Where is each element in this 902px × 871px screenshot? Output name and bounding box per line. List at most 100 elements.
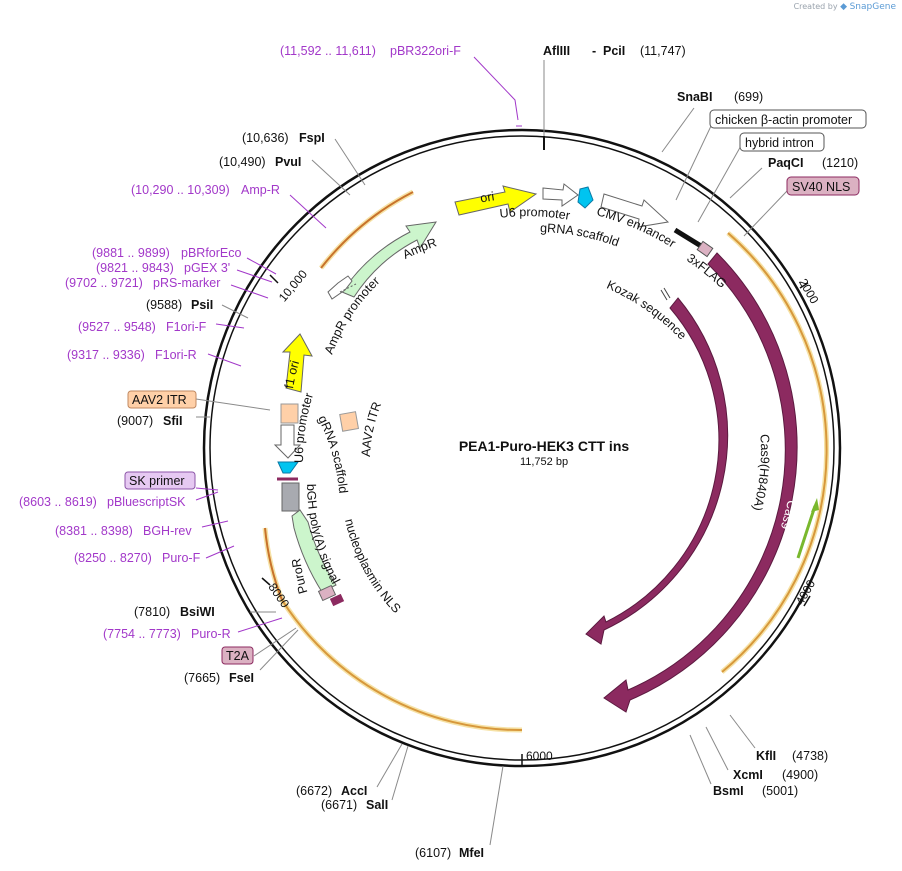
- ampr-arrow: [341, 221, 437, 298]
- grna-scaffold-left-shape: [277, 461, 299, 474]
- green-segment-arrowhead: [811, 498, 819, 512]
- aav2-itr-label-box: [127, 390, 197, 409]
- primer-range-pbr322ori-f: (11,592 .. 11,611): [280, 44, 376, 58]
- sk-primer-label-box: [124, 471, 196, 490]
- site-enzyme-bsmi: BsmI: [713, 784, 744, 798]
- primer-name-pbr322ori-f: pBR322ori-F: [390, 44, 461, 58]
- ori-label: ori: [479, 189, 495, 205]
- sk-primer-label: SK primer: [129, 474, 185, 488]
- leader-puro-r: [237, 617, 283, 633]
- f1-ori-label: f1 ori: [282, 359, 302, 390]
- site-pos-pcii: (11,747): [640, 44, 686, 58]
- primer-range-bgh-rev: (8381 .. 8398): [55, 524, 133, 538]
- site-enzyme-xcmi: XcmI: [733, 768, 763, 782]
- kozak-mark-b: [663, 287, 671, 299]
- leader-acci: [376, 743, 403, 788]
- leader-amp-r: [289, 194, 327, 229]
- leader-pbluescriptsk: [195, 491, 219, 501]
- site-enzyme-snabi: SnaBI: [677, 90, 712, 104]
- credit-brand: SnapGene: [849, 2, 896, 12]
- tick-label-10000: 10,000: [276, 267, 311, 304]
- site-enzyme-mfei: MfeI: [459, 846, 484, 860]
- plasmid-name: PEA1-Puro-HEK3 CTT ins: [459, 438, 630, 454]
- site-pos-xcmi: (4900): [782, 768, 818, 782]
- aav2-itr-box-inner: [339, 411, 360, 432]
- site-pos-pvui: (10,490): [219, 155, 266, 169]
- primer-range-puro-f: (8250 .. 8270): [74, 551, 152, 565]
- leader-aav2-itr: [195, 398, 271, 411]
- tick-label-6000: 6000: [526, 749, 553, 763]
- leader-xcmi: [705, 726, 729, 771]
- primer-name-pgex3: pGEX 3': [184, 261, 230, 275]
- leader-sali: [391, 745, 409, 801]
- plasmid-size: 11,752 bp: [520, 456, 568, 468]
- grna-scaffold-top-label: gRNA scaffold: [540, 221, 621, 249]
- site-enzyme-sali: SalI: [366, 798, 388, 812]
- site-dash-pcii: -: [592, 44, 596, 58]
- u6-promoter-top-label: U6 promoter: [499, 205, 571, 223]
- grna-scaffold-top-shape: [577, 186, 594, 209]
- aav2-itr-inner-label: AAV2 ITR: [359, 400, 384, 457]
- leader-sk-primer: [195, 487, 219, 491]
- cas9-arrow: [603, 252, 798, 713]
- primer-range-puro-r: (7754 .. 7773): [103, 627, 181, 641]
- primer-range-f1ori-r: (9317 .. 9336): [67, 348, 145, 362]
- site-pos-snabi: (699): [734, 90, 763, 104]
- cas9-h840a-arrow: [585, 297, 729, 645]
- site-enzyme-bsiwi: BsiWI: [180, 605, 215, 619]
- leader-f1ori-f: [215, 323, 245, 329]
- site-enzyme-paqci: PaqCI: [768, 156, 803, 170]
- site-pos-mfei: (6107): [415, 846, 451, 860]
- orange-arc-bottom-halo: [279, 598, 523, 733]
- tick-8000: [261, 577, 271, 586]
- site-pos-sfii: (9007): [117, 414, 153, 428]
- primer-name-f1ori-r: F1ori-R: [155, 348, 197, 362]
- leader-pvui: [311, 159, 351, 196]
- primer-name-pbrforeco: pBRforEco: [181, 246, 241, 260]
- site-pos-kfli: (4738): [792, 749, 828, 763]
- leader-prs-marker: [230, 284, 269, 299]
- site-pos-fspi: (10,636): [242, 131, 289, 145]
- leader-fsei: [259, 629, 299, 671]
- site-pos-paqci: (1210): [822, 156, 858, 170]
- sv40-nls-box: [786, 176, 860, 196]
- site-pos-sali: (6671): [321, 798, 357, 812]
- primer-range-pbluescriptsk: (8603 .. 8619): [19, 495, 97, 509]
- leader-fspi: [334, 138, 366, 186]
- chicken-actin-box: [709, 109, 867, 129]
- credit-prefix: Created by: [793, 2, 838, 11]
- site-enzyme-fspi: FspI: [299, 131, 325, 145]
- t2a-label: T2A: [226, 649, 250, 663]
- orange-arc-bottom: [281, 599, 523, 732]
- tick-2000: [799, 282, 809, 289]
- primer-name-puro-f: Puro-F: [162, 551, 201, 565]
- leader-bgh-rev: [201, 520, 229, 528]
- chicken-actin-label: chicken β-actin promoter: [715, 113, 852, 127]
- primer-name-bgh-rev: BGH-rev: [143, 524, 192, 538]
- leader-puro-f: [205, 545, 235, 559]
- u6-promoter-left-label: U6 promoter: [292, 391, 316, 463]
- nls-small-box: [696, 240, 714, 258]
- u6-promoter-top-arrow: [542, 183, 579, 207]
- aav2-itr-box-left: [280, 403, 299, 424]
- leader-snabi: [661, 107, 695, 153]
- nucleoplasmin-nls-label: nucleoplasmin NLS: [342, 517, 403, 615]
- nucleoplasmin-nls-box: [317, 584, 337, 602]
- site-enzyme-pcii: PciI: [603, 44, 625, 58]
- hybrid-intron-box: [739, 132, 825, 152]
- leader-bsmi: [689, 734, 712, 785]
- tick-10000: [269, 274, 279, 284]
- snapgene-credit: Created by ◆ SnapGene: [794, 2, 896, 12]
- primer-name-amp-r: Amp-R: [241, 183, 280, 197]
- primer-range-amp-r: (10,290 .. 10,309): [131, 183, 230, 197]
- primer-name-prs-marker: pRS-marker: [153, 276, 220, 290]
- bgh-polya-box: [281, 482, 300, 512]
- site-enzyme-fsei: FseI: [229, 671, 254, 685]
- leader-pbrforeco: [246, 257, 277, 275]
- ampr-dashmark: [339, 283, 357, 293]
- ori-arrow: [454, 185, 538, 216]
- snapgene-logo-icon: ◆: [840, 2, 848, 12]
- green-segment: [796, 505, 817, 559]
- primer-name-puro-r: Puro-R: [191, 627, 231, 641]
